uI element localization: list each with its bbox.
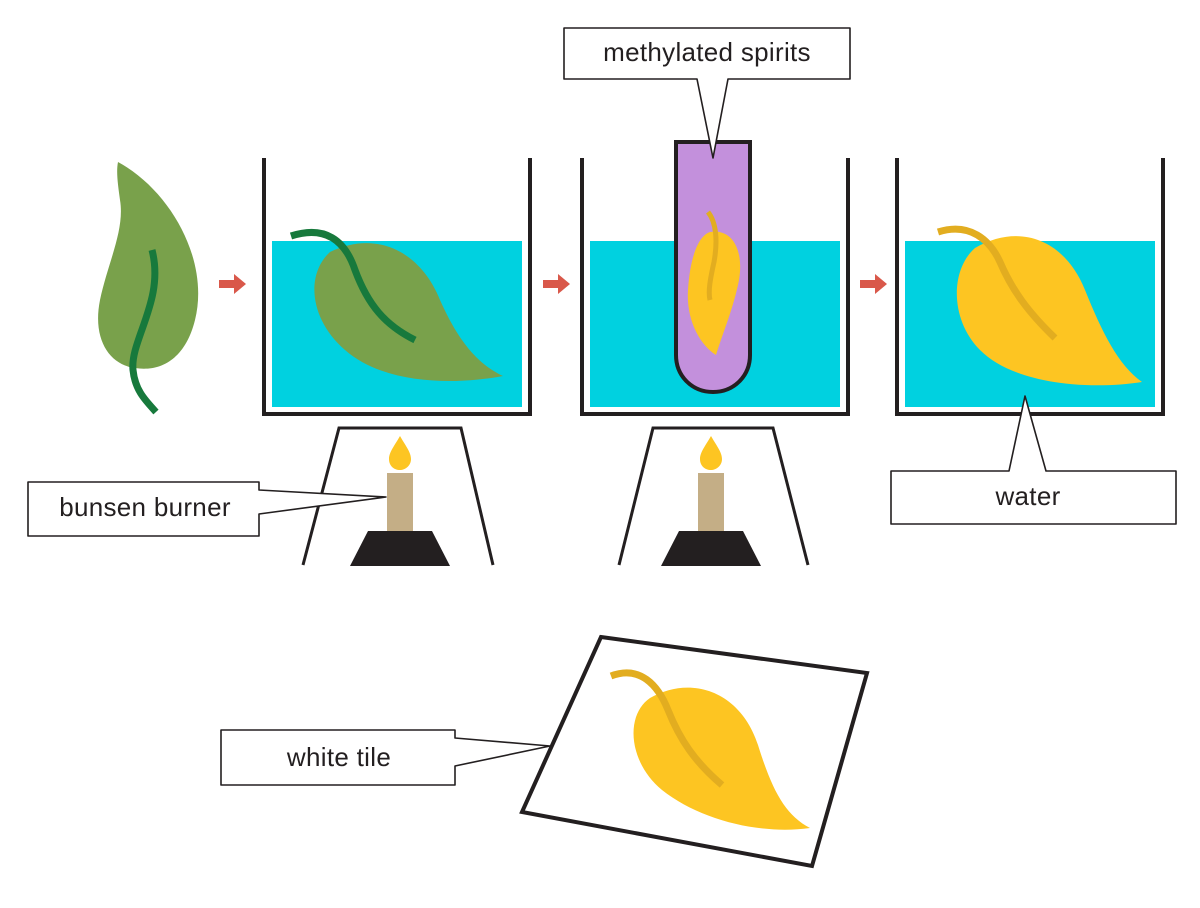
step-arrow-2 [543, 274, 570, 294]
callout-water-box [890, 395, 1177, 525]
beaker-1-wall [262, 158, 532, 416]
beaker-1 [262, 158, 532, 416]
callout-white-tile-box [220, 729, 551, 786]
burner-base [661, 531, 761, 566]
green-leaf-in-beaker [289, 228, 503, 382]
step-arrow-1 [219, 274, 246, 294]
callout-white-tile: white tile [220, 729, 551, 786]
burner-base [350, 531, 450, 566]
fresh-leaf [98, 162, 199, 415]
label-water: water [994, 481, 1060, 511]
callout-methylated-spirits-box [563, 27, 851, 159]
step-arrow-3 [860, 274, 887, 294]
yellow-leaf-in-tube [687, 231, 741, 355]
white-tile-group [519, 634, 870, 869]
yellow-leaf-vein [936, 225, 1058, 341]
beaker-2 [580, 140, 850, 416]
label-white-tile: white tile [286, 742, 391, 772]
burner-body [698, 473, 724, 531]
burner-body [387, 473, 413, 531]
callout-methylated-spirits: methylated spirits [563, 27, 851, 159]
label-bunsen-burner: bunsen burner [59, 492, 231, 522]
tripod-2 [617, 426, 810, 566]
boiling-tube [674, 140, 752, 395]
green-leaf-blade [98, 162, 199, 369]
flame-icon [389, 436, 411, 470]
callout-bunsen-burner: bunsen burner [27, 481, 387, 537]
green-leaf-vein-2 [289, 228, 417, 344]
flame-icon [700, 436, 722, 470]
yellow-leaf-vein-tube [705, 210, 719, 301]
yellow-leaf-on-tile-blade [633, 687, 810, 830]
callout-water: water [890, 395, 1177, 525]
yellow-leaf-in-water [936, 225, 1142, 386]
beaker-2-wall [580, 158, 850, 416]
yellow-leaf-on-tile-vein [609, 669, 725, 788]
beaker-3 [895, 158, 1165, 416]
bunsen-burner-1 [350, 436, 450, 566]
bunsen-burner-2 [661, 436, 761, 566]
label-methylated-spirits: methylated spirits [603, 37, 811, 67]
callout-bunsen-burner-box [27, 481, 387, 537]
green-leaf-vein [129, 249, 159, 415]
